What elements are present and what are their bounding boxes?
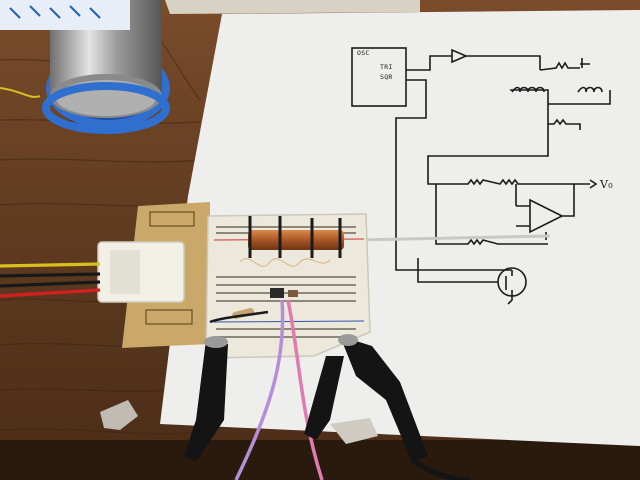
purple-wire	[234, 299, 285, 480]
foil-scrap-left	[100, 400, 138, 430]
tri-label: TRI	[380, 63, 393, 71]
pink-wire	[286, 299, 324, 480]
notebook-edge	[165, 0, 420, 14]
capacitor	[288, 290, 298, 297]
opamp-triangle	[529, 198, 564, 234]
glass-rod	[359, 234, 551, 242]
osc-block	[351, 47, 407, 107]
sqr-label: SQR	[380, 73, 393, 81]
copper-coil	[248, 230, 344, 250]
probe-clip-left	[184, 340, 228, 462]
foil-scrap-right	[330, 418, 378, 444]
output-label: V₀	[600, 178, 613, 191]
buffer-triangle	[451, 48, 469, 64]
probe-clip-right	[340, 336, 428, 462]
black-lead	[209, 310, 269, 324]
osc-label: OSC	[357, 49, 370, 57]
wood-grain	[0, 39, 201, 435]
solder-spool	[0, 0, 170, 134]
schematic-drawing	[351, 47, 611, 305]
power-wires	[0, 262, 101, 298]
transistor	[270, 288, 284, 298]
